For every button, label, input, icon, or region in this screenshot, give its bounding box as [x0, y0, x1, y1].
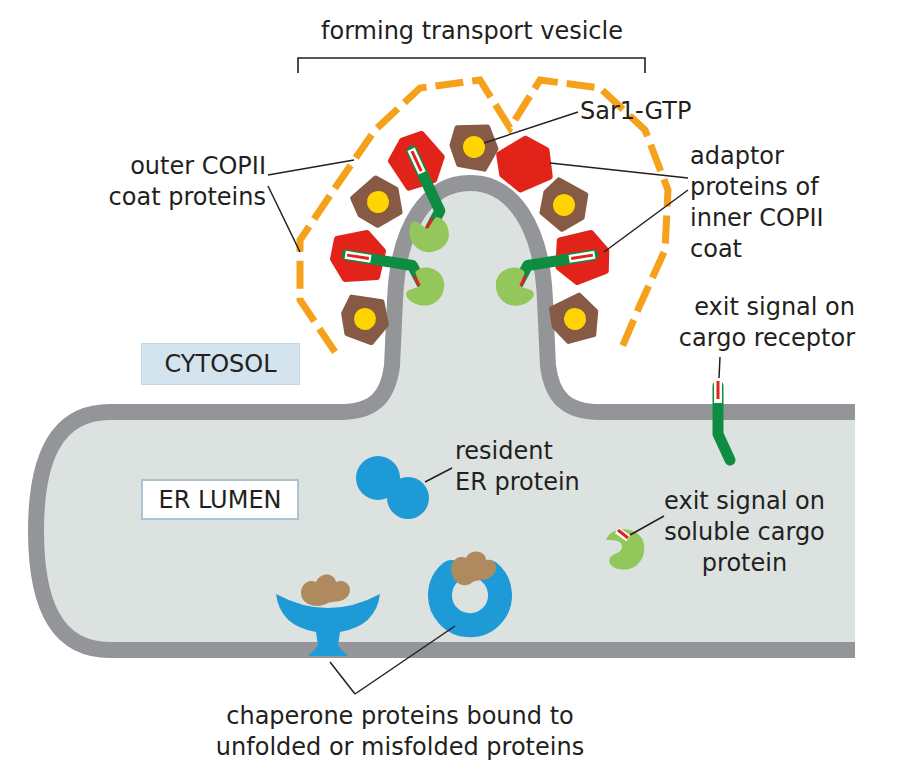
exit-signal-band: [345, 251, 372, 263]
leader-line: [268, 160, 354, 175]
adaptor-protein: [385, 127, 450, 193]
exit-signal: [519, 276, 526, 286]
leader-line: [425, 468, 452, 482]
chaperone: [276, 551, 500, 656]
exit-signal: [412, 151, 421, 171]
region-label-box: CYTOSOL: [141, 343, 300, 385]
inner-coat-adaptor: [333, 127, 611, 284]
sar1-body: [449, 122, 500, 171]
sar1-gtp: [449, 122, 500, 171]
resident-er-protein: [356, 456, 429, 519]
exit-signal-band: [569, 251, 596, 263]
sar1-body: [348, 172, 407, 230]
node-text: CYTOSOL: [164, 350, 276, 378]
exit-signal: [347, 255, 369, 258]
leader-line: [268, 112, 720, 694]
sar1-gtp: [534, 174, 595, 234]
gtp-dot: [363, 187, 393, 217]
soluble-cargo: [493, 265, 535, 309]
leader-line: [604, 190, 688, 252]
leader-line: [484, 112, 578, 143]
bracket-label: forming transport vesicle: [302, 16, 642, 47]
bound-cargo-receptor: [493, 251, 601, 309]
leader-line: [268, 186, 300, 252]
bound-cargo-receptor: [339, 251, 447, 309]
callout-label: resident ER protein: [455, 436, 586, 498]
callout-label: Sar1-GTP: [580, 96, 710, 127]
exit-signal: [717, 381, 720, 399]
exit-signal: [618, 530, 628, 538]
gtp-dot: [562, 306, 589, 333]
soluble-cargo: [606, 529, 644, 569]
leader-line: [550, 163, 688, 178]
free-soluble-cargo: [606, 528, 644, 570]
exit-signal-band: [407, 148, 425, 175]
adaptor-protein: [493, 133, 556, 193]
sar1-gtp: [548, 292, 601, 344]
leader-line: [330, 662, 355, 694]
callout-label: adaptor proteins of inner COPII coat: [690, 141, 853, 265]
vesicle-bracket: [298, 58, 645, 73]
callout-label: outer COPII coat proteins: [90, 151, 266, 213]
soluble-cargo: [404, 209, 454, 258]
misfolded-protein: [301, 575, 350, 607]
sar1-gtp: [337, 122, 601, 346]
gtp-dot: [549, 190, 580, 221]
exit-signal-band: [615, 528, 630, 542]
gtp-dot: [351, 305, 379, 333]
exit-signal: [571, 255, 593, 258]
sar1-gtp: [348, 172, 407, 230]
sar1-body: [534, 174, 595, 234]
sar1-body: [337, 291, 393, 346]
leader-line: [719, 357, 720, 378]
callout-label: exit signal on soluble cargo protein: [642, 486, 847, 579]
free-cargo-receptor: [714, 379, 730, 460]
leader-line: [630, 516, 664, 535]
sar1-body: [548, 292, 601, 344]
exit-signal: [413, 276, 420, 286]
bound-cargo-receptor: [376, 148, 458, 259]
bound-cargo-receptor: [339, 148, 601, 309]
protein-lobe: [387, 477, 429, 519]
leader-line: [355, 626, 455, 694]
misfolded-protein: [451, 551, 496, 585]
region-label-box: ER LUMEN: [141, 479, 299, 520]
exit-signal-band: [714, 379, 722, 403]
membrane-chaperone: [276, 594, 380, 656]
soluble-cargo: [405, 265, 447, 309]
node-text: ER LUMEN: [158, 486, 281, 514]
callout-label: chaperone proteins bound to unfolded or …: [200, 701, 600, 763]
exit-signal: [424, 219, 435, 228]
gtp-dot: [461, 134, 486, 159]
callout-label: exit signal on cargo receptor: [650, 292, 855, 354]
sar1-gtp: [337, 291, 393, 346]
